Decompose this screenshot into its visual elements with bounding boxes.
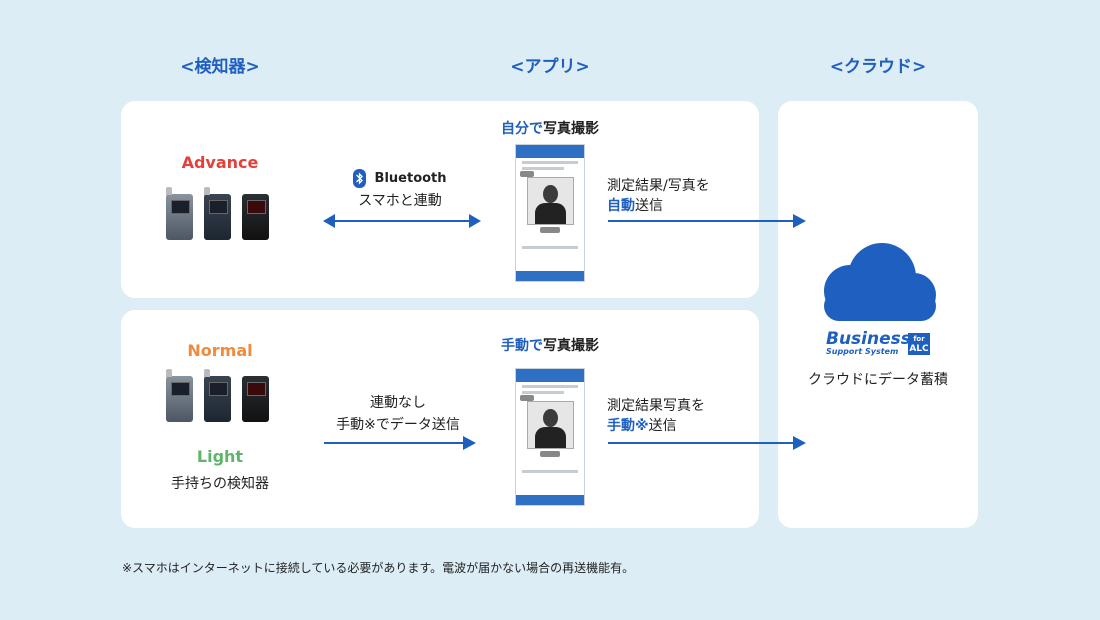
light-label: Light xyxy=(196,447,244,466)
send-tail: 送信 xyxy=(635,198,663,214)
breathalyzer-icon xyxy=(204,369,231,422)
advance-devices xyxy=(162,187,272,242)
breathalyzer-icon xyxy=(204,187,231,240)
self-photo-title: 自分で写真撮影 xyxy=(470,118,630,138)
footnote: ※スマホはインターネットに接続している必要があります。電波が届かない場合の再送機… xyxy=(122,561,635,575)
breathalyzer-icon xyxy=(242,194,269,240)
send-line1: 測定結果/写真を xyxy=(607,178,710,194)
advance-label: Advance xyxy=(181,153,259,172)
smartphone-icon xyxy=(515,368,585,506)
manual-send-label: 手動※でデータ送信 xyxy=(336,417,460,433)
link-text: スマホと連動 xyxy=(358,193,442,209)
normal-devices xyxy=(162,369,272,424)
bluetooth-icon xyxy=(353,169,367,188)
self-photo-suffix: 写真撮影 xyxy=(543,121,599,137)
cloud-caption: クラウドにデータ蓄積 xyxy=(808,372,948,388)
bidirectional-arrow xyxy=(323,214,481,228)
send-manual-tail: 送信 xyxy=(648,418,677,434)
arrow-to-cloud-top xyxy=(608,214,806,228)
heading-detector: <検知器> xyxy=(180,57,260,77)
logo-line1: Business xyxy=(826,329,911,349)
bluetooth-label: Bluetooth xyxy=(374,171,447,186)
manual-photo-prefix: 手動で xyxy=(501,338,543,354)
logo-tag: for ALC xyxy=(908,333,930,355)
bluetooth-group: Bluetooth xyxy=(330,168,470,188)
breathalyzer-icon xyxy=(166,369,193,422)
breathalyzer-icon xyxy=(166,187,193,240)
manual-photo-suffix: 写真撮影 xyxy=(543,338,599,354)
arrow-to-app-bottom xyxy=(324,436,476,450)
bss-logo: Business Support System for ALC xyxy=(826,329,938,359)
breathalyzer-icon xyxy=(242,376,269,422)
send-manual-line2: 手動※送信 xyxy=(607,415,737,435)
manual-photo-title: 手動で写真撮影 xyxy=(470,335,630,355)
cloud-icon xyxy=(824,243,936,321)
smartphone-icon xyxy=(515,144,585,282)
self-photo-prefix: 自分で xyxy=(501,121,543,137)
send-manual: 手動※ xyxy=(607,418,649,434)
normal-label: Normal xyxy=(187,341,253,360)
logo-line2: Support System xyxy=(826,347,899,356)
own-device-label: 手持ちの検知器 xyxy=(171,476,269,492)
send-auto: 自動 xyxy=(607,198,635,214)
arrow-to-cloud-bottom xyxy=(608,436,806,450)
logo-tag-bottom: ALC xyxy=(909,344,929,354)
send-line2: 自動送信 xyxy=(607,195,737,215)
no-link-label: 連動なし xyxy=(370,395,426,411)
send-manual-line1: 測定結果写真を xyxy=(607,398,705,414)
heading-app: <アプリ> xyxy=(510,57,590,77)
logo-tag-top: for xyxy=(913,335,925,343)
heading-cloud: <クラウド> xyxy=(829,57,927,77)
